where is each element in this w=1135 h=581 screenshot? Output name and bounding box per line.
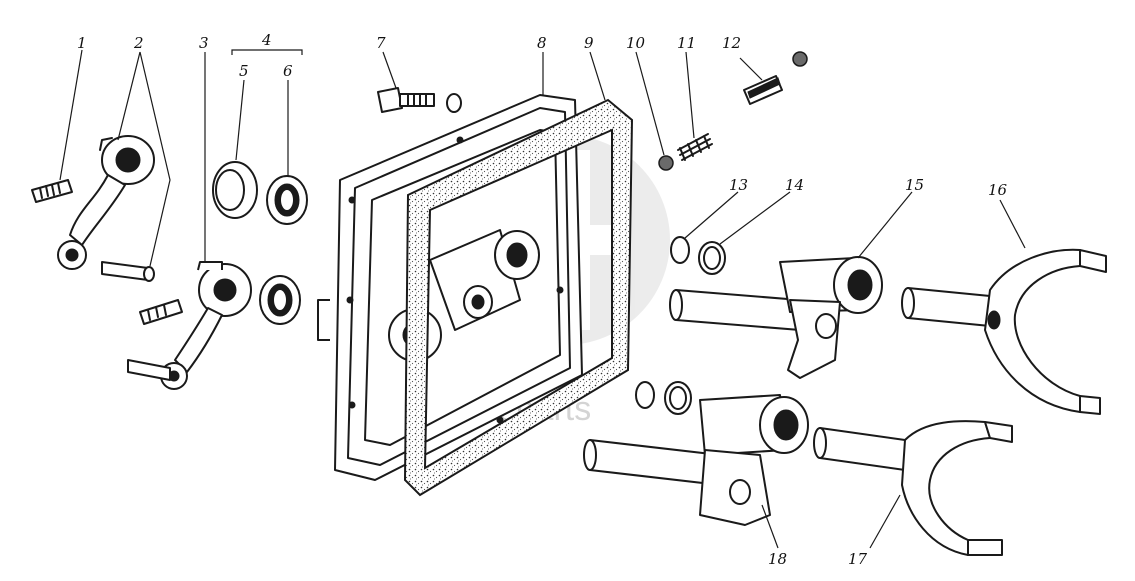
part-16-shift-fork xyxy=(901,248,1107,415)
callout-3: 3 xyxy=(199,34,209,52)
part-7-bolt xyxy=(377,87,462,113)
callout-7: 7 xyxy=(376,34,386,52)
part-15-shift-rod xyxy=(669,256,883,379)
part-18-shift-rod xyxy=(583,394,809,526)
callout-9: 9 xyxy=(584,34,594,52)
callout-11: 11 xyxy=(677,34,696,52)
callout-6: 6 xyxy=(283,62,293,80)
part-1-stud xyxy=(31,179,73,203)
callout-4: 4 xyxy=(261,31,272,49)
part-10-ball xyxy=(658,155,674,171)
callout-13: 13 xyxy=(729,176,748,194)
callout-8: 8 xyxy=(537,34,547,52)
callout-5: 5 xyxy=(239,62,249,80)
callout-14: 14 xyxy=(785,176,804,194)
internal-shifter-assembly xyxy=(388,229,540,362)
part-2-lever xyxy=(57,135,155,282)
part-17-shift-fork xyxy=(813,420,1013,556)
callout-17: 17 xyxy=(848,550,868,568)
callout-12: 12 xyxy=(722,34,741,52)
callout-18: 18 xyxy=(768,550,787,568)
callout-1: 1 xyxy=(77,34,87,52)
part-9-gasket xyxy=(403,98,634,497)
callout-2: 2 xyxy=(133,34,144,52)
part-3-lever xyxy=(127,261,252,390)
part-5-bushing xyxy=(212,161,258,219)
lower-rings xyxy=(635,381,692,415)
part-seal-lower xyxy=(259,275,301,325)
callout-10: 10 xyxy=(626,34,646,52)
leader-lines xyxy=(59,49,1026,549)
part-11-spring xyxy=(677,133,713,161)
part-6-seal xyxy=(266,175,308,225)
part-13-snap-ring xyxy=(670,236,690,264)
part-12-pin xyxy=(743,51,808,105)
callout-15: 15 xyxy=(905,176,924,194)
part-14-washer xyxy=(698,241,726,275)
part-8-cover-housing xyxy=(317,94,583,481)
callout-16: 16 xyxy=(988,181,1008,199)
